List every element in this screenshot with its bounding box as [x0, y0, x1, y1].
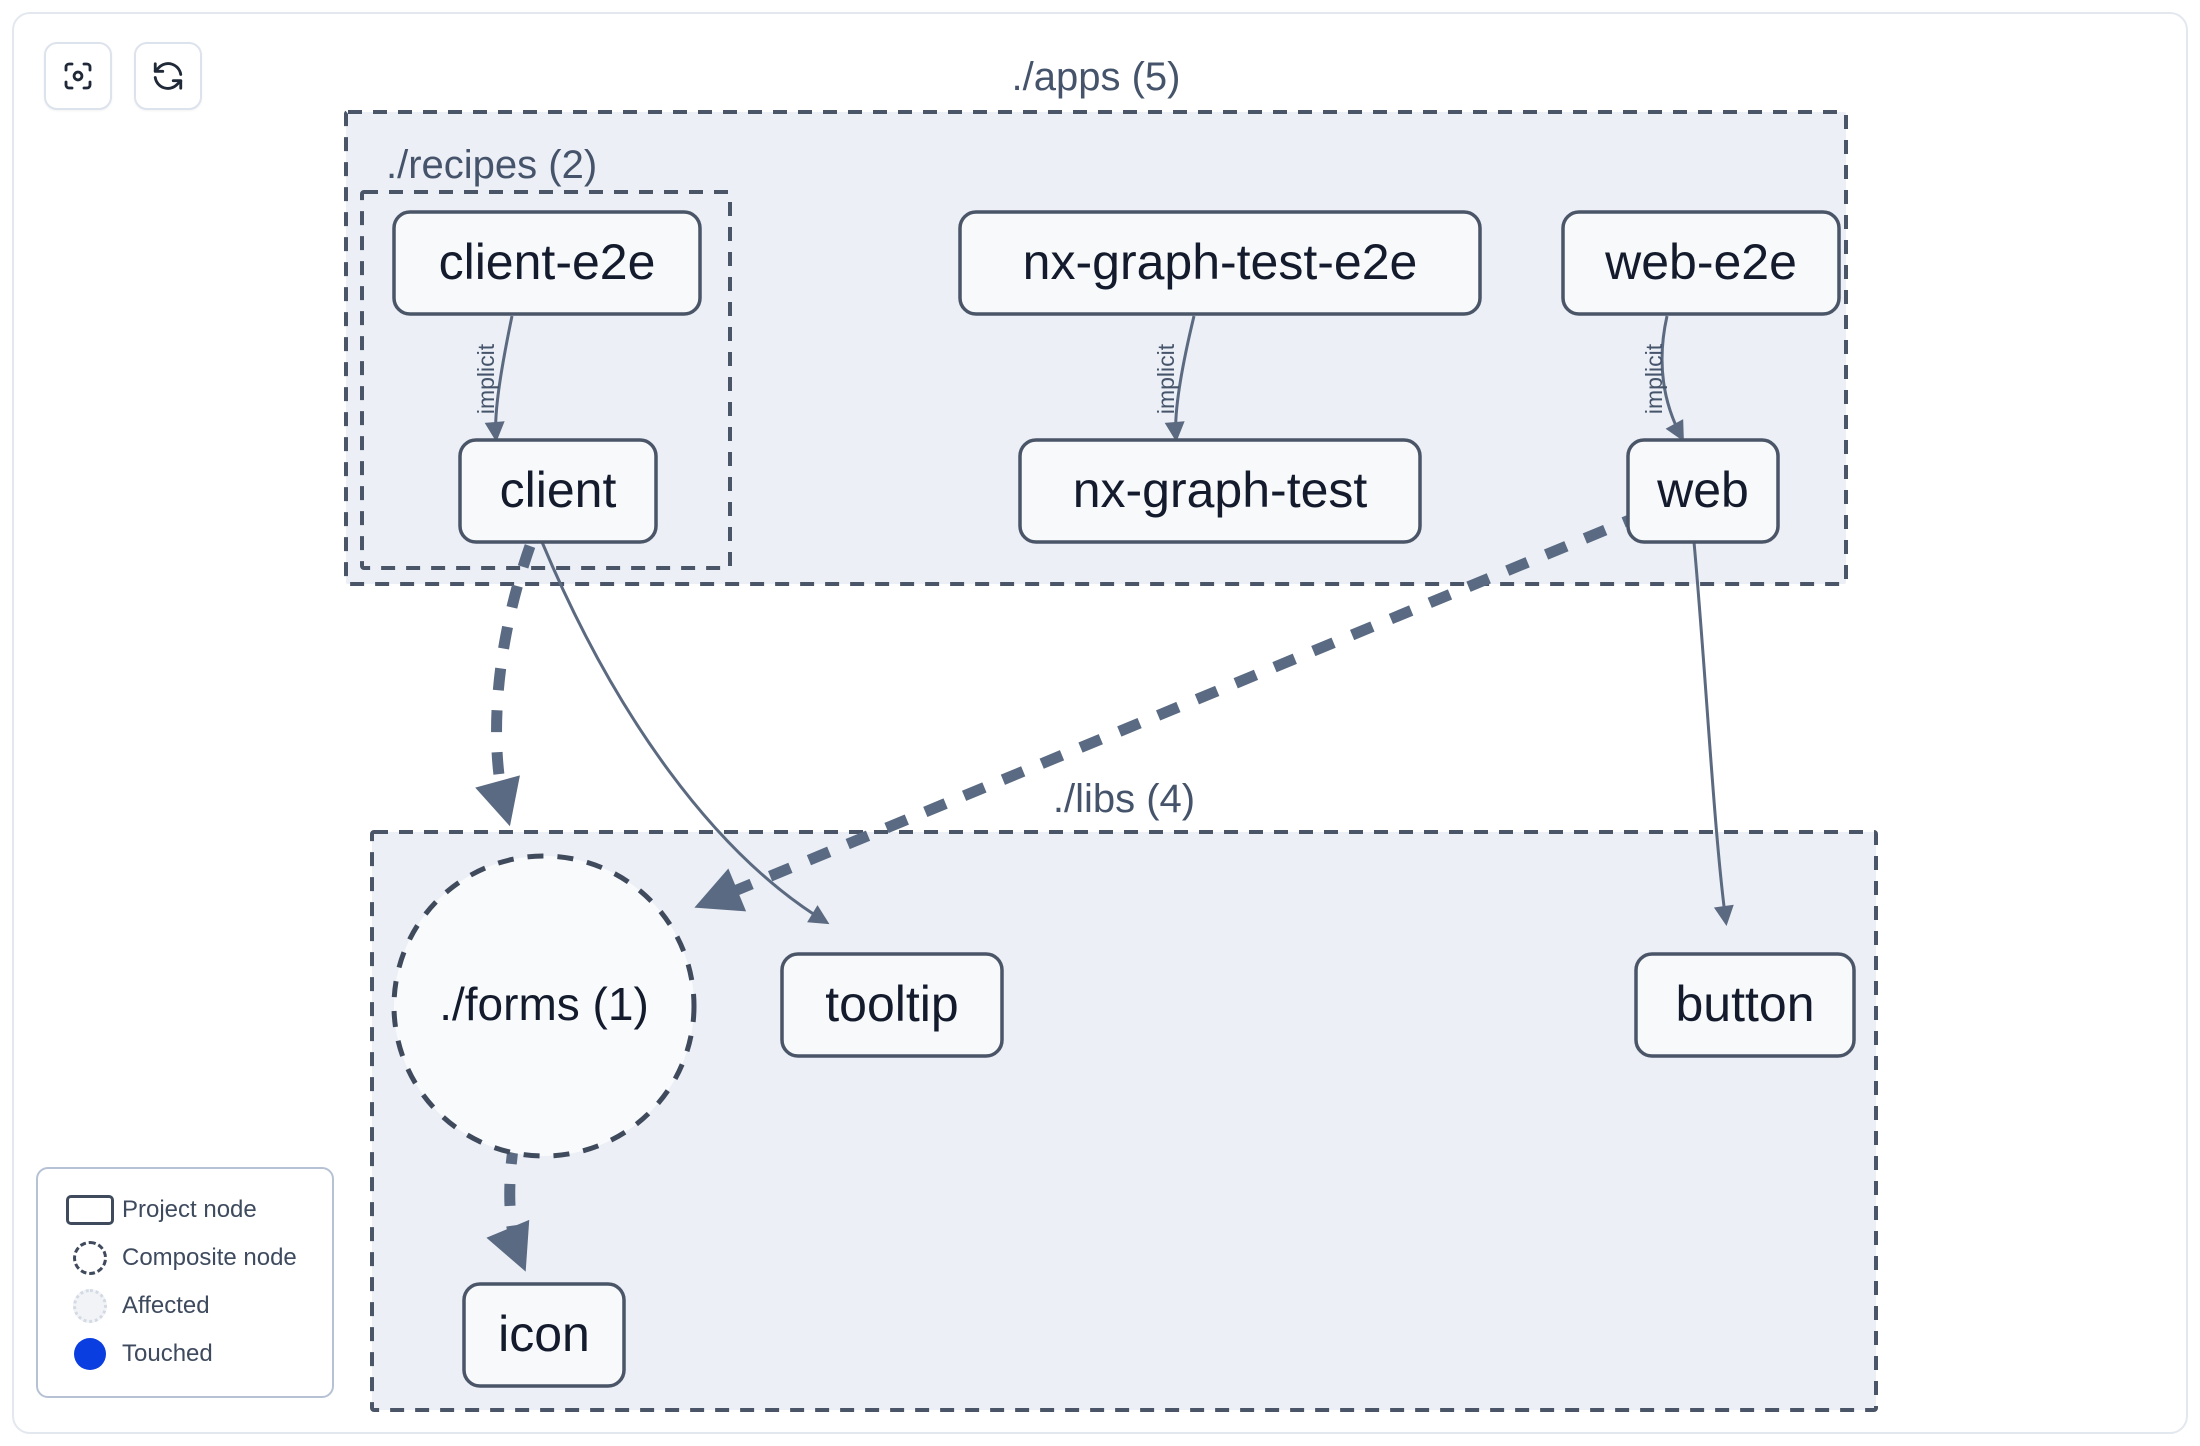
container-libs[interactable]: ./libs (4)	[370, 777, 1878, 1412]
node-tooltip-rect[interactable]	[780, 952, 1004, 1058]
node-nx-graph-test-e2e-label: nx-graph-test-e2e	[1023, 234, 1418, 290]
container-apps-label: ./apps (5)	[1012, 55, 1181, 99]
edge-label-implicit-web: implicit	[1641, 343, 1667, 414]
node-web-label: web	[1656, 462, 1749, 518]
node-nx-graph-test-rect[interactable]	[1018, 438, 1422, 544]
graph-legend: Project node Composite node Affected Tou…	[36, 1167, 334, 1398]
node-nx-graph-test[interactable]: nx-graph-test	[1018, 438, 1422, 544]
node-client-e2e-rect[interactable]	[392, 210, 702, 316]
legend-item-project-node: Project node	[58, 1186, 312, 1234]
legend-label-touched: Touched	[122, 1340, 213, 1367]
container-libs-label: ./libs (4)	[1053, 777, 1195, 821]
node-web-e2e[interactable]: web-e2e	[1561, 210, 1841, 316]
project-graph[interactable]: ./apps (5) ./recipes (2) ./libs (4) impl…	[14, 14, 2188, 1434]
node-web-e2e-label: web-e2e	[1604, 234, 1797, 290]
edge-label-implicit-client: implicit	[473, 343, 499, 414]
node-forms-composite[interactable]: ./forms (1)	[391, 853, 697, 1159]
edge-forms-to-icon	[486, 1141, 530, 1272]
node-icon-rect[interactable]	[462, 1282, 626, 1388]
graph-canvas[interactable]: ./apps (5) ./recipes (2) ./libs (4) impl…	[12, 12, 2188, 1434]
project-node-swatch	[58, 1195, 122, 1225]
legend-item-touched: Touched	[58, 1330, 312, 1378]
viewfinder-focus-icon	[60, 58, 96, 94]
container-recipes-label: ./recipes (2)	[386, 143, 597, 187]
touched-swatch	[58, 1338, 122, 1370]
node-button-rect[interactable]	[1634, 952, 1856, 1058]
node-client[interactable]: client	[458, 438, 658, 544]
composite-node-swatch	[58, 1241, 122, 1275]
node-tooltip-label: tooltip	[825, 976, 958, 1032]
legend-label-project-node: Project node	[122, 1196, 257, 1223]
legend-item-composite-node: Composite node	[58, 1234, 312, 1282]
affected-swatch	[58, 1289, 122, 1323]
edge-web-e2e-to-web: implicit	[1641, 315, 1684, 442]
node-forms-composite-circle[interactable]	[391, 853, 697, 1159]
edge-web-to-forms	[694, 508, 1647, 912]
refresh-graph-button[interactable]	[134, 42, 202, 110]
node-client-rect[interactable]	[458, 438, 658, 544]
graph-toolbar	[44, 42, 202, 110]
edge-client-e2e-to-client: implicit	[473, 315, 514, 442]
node-nx-graph-test-e2e[interactable]: nx-graph-test-e2e	[958, 210, 1482, 316]
refresh-icon	[150, 58, 186, 94]
node-forms-composite-label: ./forms (1)	[439, 978, 649, 1030]
node-tooltip[interactable]: tooltip	[780, 952, 1004, 1058]
container-libs-rect[interactable]	[370, 830, 1878, 1412]
legend-item-affected: Affected	[58, 1282, 312, 1330]
node-button[interactable]: button	[1634, 952, 1856, 1058]
legend-label-affected: Affected	[122, 1292, 210, 1319]
node-client-e2e[interactable]: client-e2e	[392, 210, 702, 316]
edge-client-to-forms	[475, 544, 536, 827]
node-icon[interactable]: icon	[462, 1282, 626, 1388]
node-client-e2e-label: client-e2e	[439, 234, 656, 290]
node-client-label: client	[500, 462, 617, 518]
edge-nxgraphteste2e-to-nxgraphtest: implicit	[1153, 315, 1196, 442]
node-nx-graph-test-label: nx-graph-test	[1073, 462, 1368, 518]
node-nx-graph-test-e2e-rect[interactable]	[958, 210, 1482, 316]
node-web-rect[interactable]	[1626, 438, 1780, 544]
edge-label-implicit-nxgraphtest: implicit	[1153, 343, 1179, 414]
node-button-label: button	[1675, 976, 1814, 1032]
edge-client-to-tooltip	[540, 541, 830, 925]
node-web-e2e-rect[interactable]	[1561, 210, 1841, 316]
focus-graph-button[interactable]	[44, 42, 112, 110]
node-web[interactable]: web	[1626, 438, 1780, 544]
node-icon-label: icon	[498, 1306, 590, 1362]
edge-web-to-button	[1692, 541, 1734, 926]
legend-label-composite-node: Composite node	[122, 1244, 297, 1271]
